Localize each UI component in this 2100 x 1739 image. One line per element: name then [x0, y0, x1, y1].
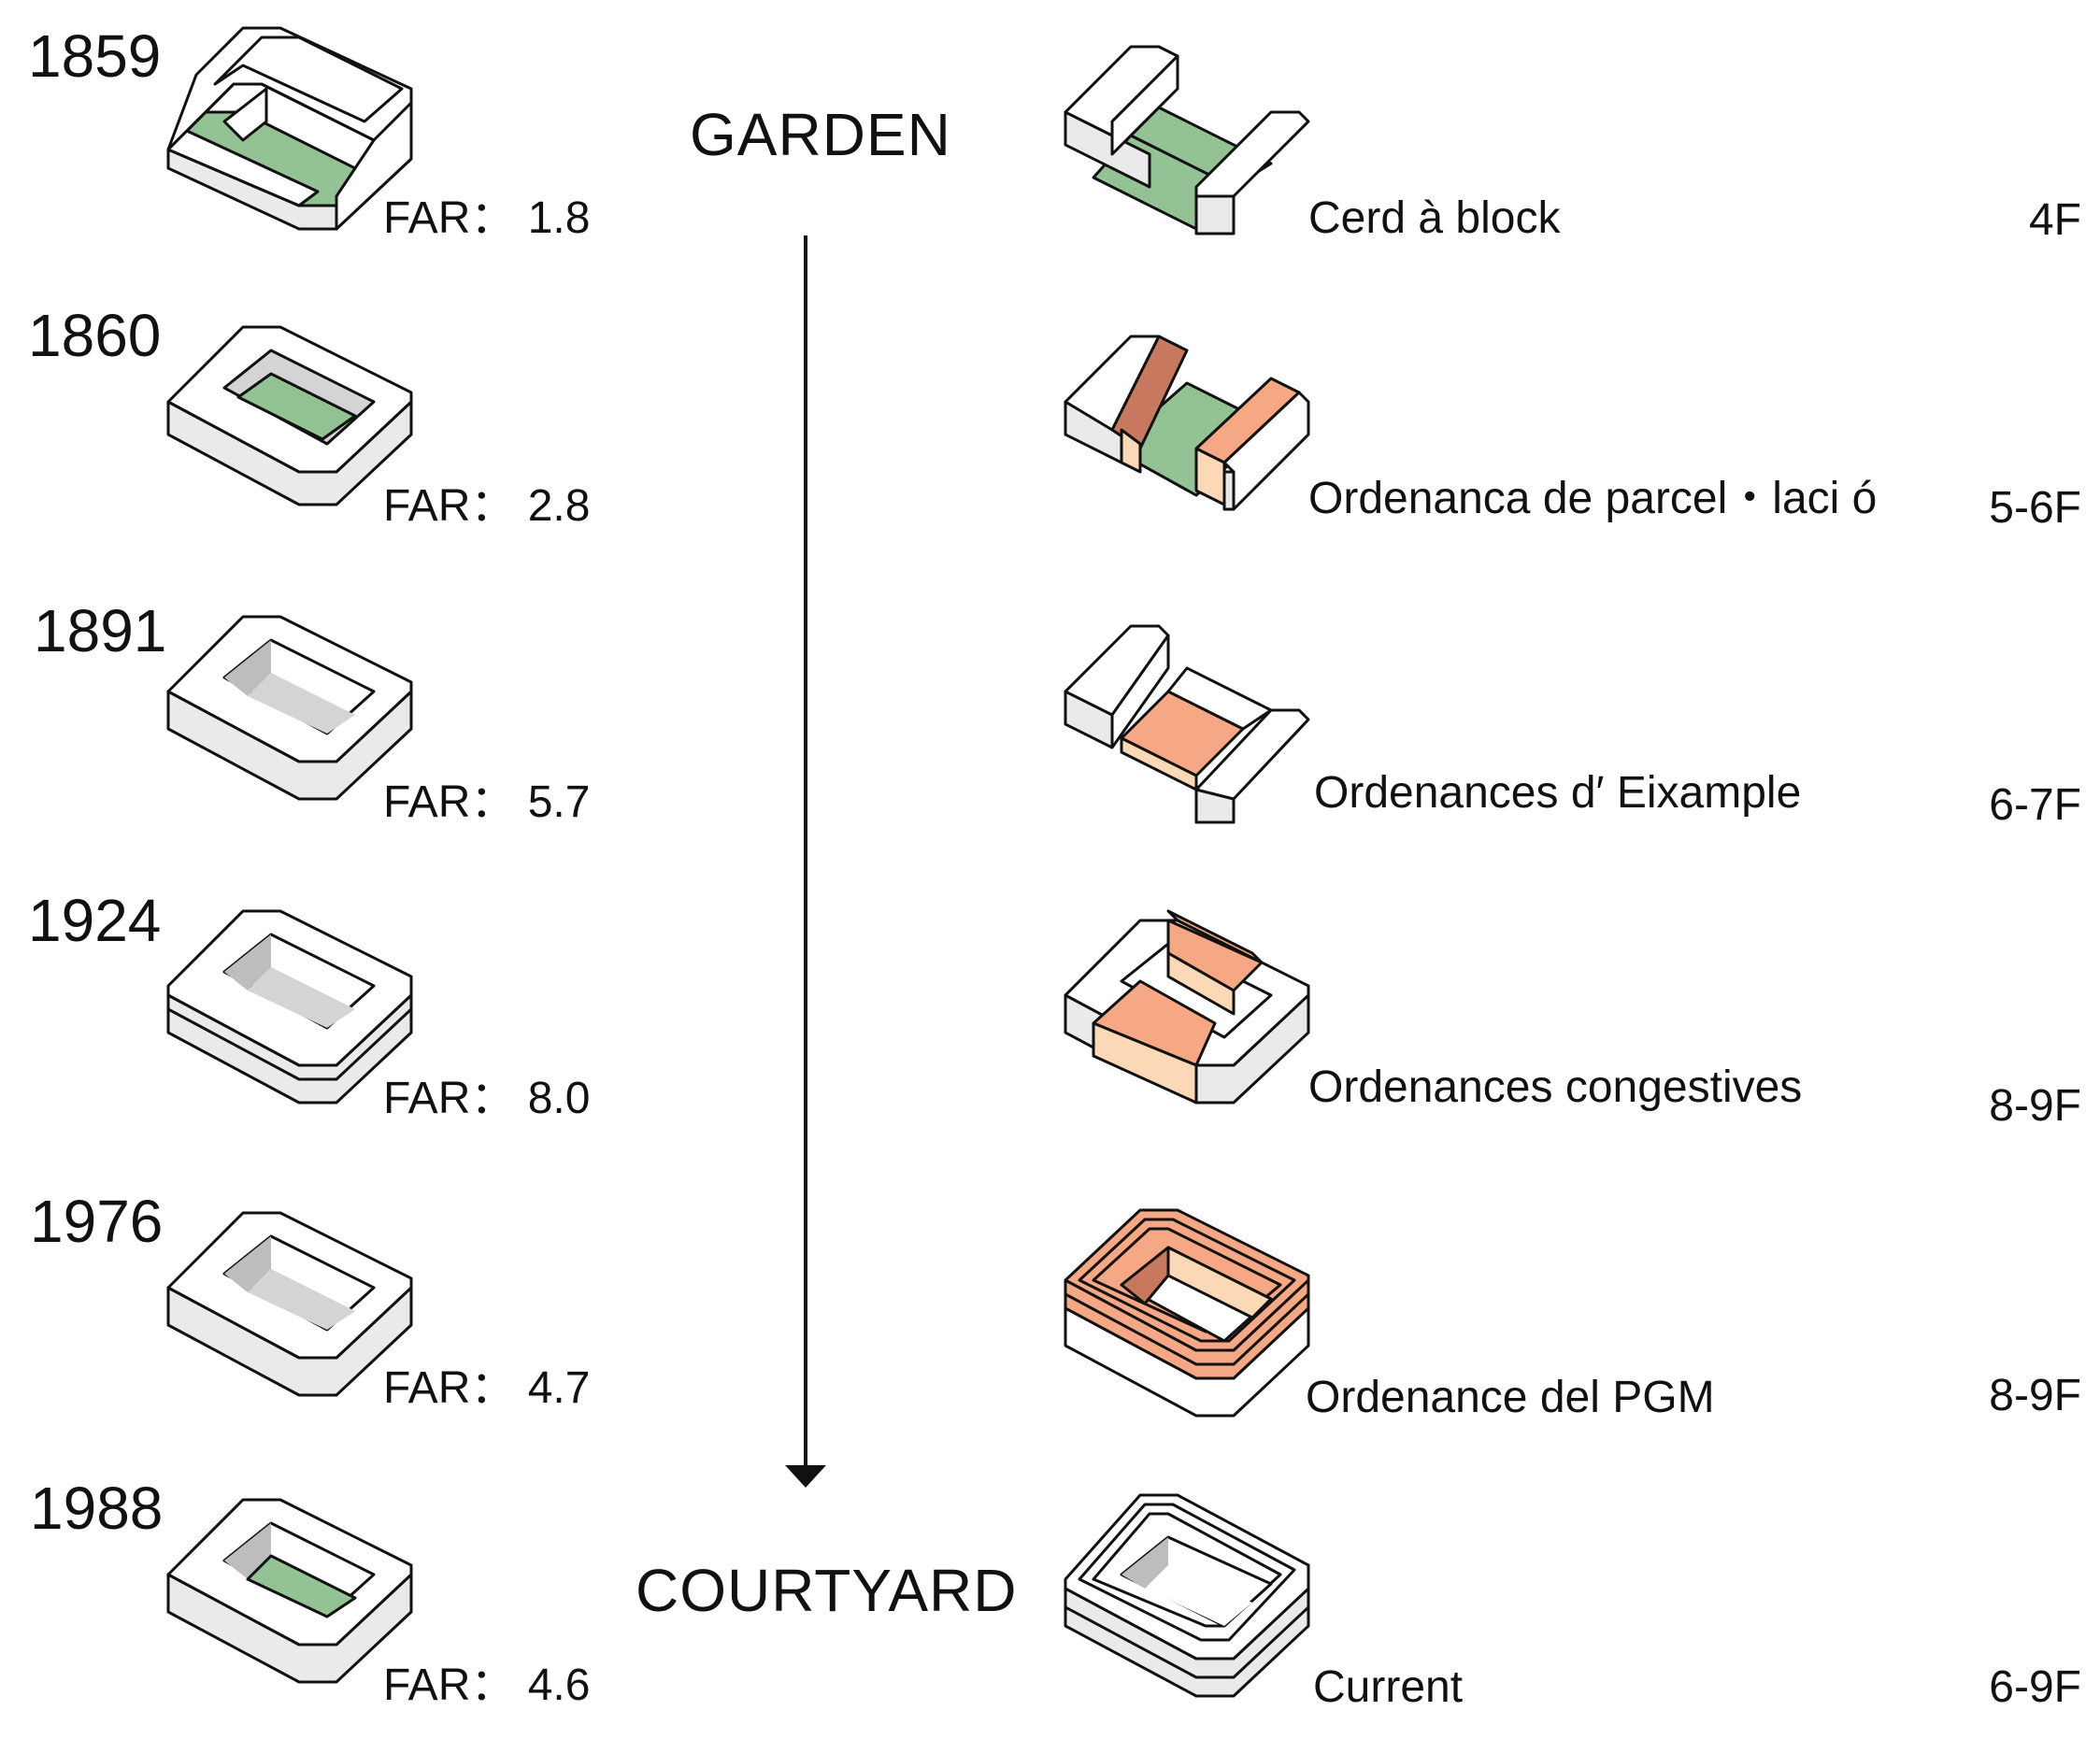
floor-count: 4F: [2028, 195, 2081, 245]
floor-count: 5-6F: [1989, 483, 2081, 533]
regulation-name: Ordenance del PGM: [1306, 1373, 1715, 1422]
far-value: FAR： 2.8: [383, 481, 591, 531]
cerda-block-icon: [1064, 45, 1310, 235]
block-courtyard-icon: [166, 1211, 413, 1397]
floor-count: 6-7F: [1989, 780, 2081, 830]
far-value: FAR： 5.7: [383, 777, 591, 827]
year-label: 1891: [34, 597, 167, 664]
floor-count: 6-9F: [1989, 1662, 2081, 1712]
parcel-ordinance-block-icon: [1064, 335, 1310, 511]
pgm-ordinance-block-icon: [1064, 1208, 1310, 1418]
far-value: FAR： 1.8: [383, 193, 591, 243]
block-courtyard-icon: [166, 615, 413, 801]
block-courtyard-tiered-icon: [166, 909, 413, 1105]
regulation-name: Ordenances congestives: [1308, 1062, 1803, 1112]
floor-count: 8-9F: [1989, 1371, 2081, 1420]
far-value: FAR： 4.7: [383, 1363, 591, 1413]
eixample-ordinance-block-icon: [1064, 624, 1310, 824]
regulation-name: Cerd à block: [1308, 193, 1561, 243]
far-value: FAR： 4.6: [383, 1661, 591, 1710]
year-label: 1859: [28, 22, 162, 90]
block-garden-partial-icon: [166, 26, 413, 231]
current-block-icon: [1064, 1493, 1310, 1698]
year-label: 1924: [28, 887, 162, 954]
year-label: 1988: [30, 1475, 164, 1542]
floor-count: 8-9F: [1989, 1081, 2081, 1131]
year-label: 1976: [30, 1188, 164, 1255]
block-garden-closed-icon: [166, 325, 413, 506]
year-label: 1860: [28, 302, 162, 369]
regulation-name: Current: [1313, 1662, 1464, 1712]
far-value: FAR： 8.0: [383, 1074, 591, 1123]
courtyard-heading: COURTYARD: [636, 1557, 1018, 1624]
congestive-ordinance-block-icon: [1064, 909, 1310, 1105]
block-garden-closed-icon: [166, 1498, 413, 1684]
garden-heading: GARDEN: [690, 101, 951, 168]
regulation-name: Ordenanca de parcel・laci ó: [1308, 474, 1878, 523]
regulation-name: Ordenances d′ Eixample: [1314, 768, 1802, 818]
